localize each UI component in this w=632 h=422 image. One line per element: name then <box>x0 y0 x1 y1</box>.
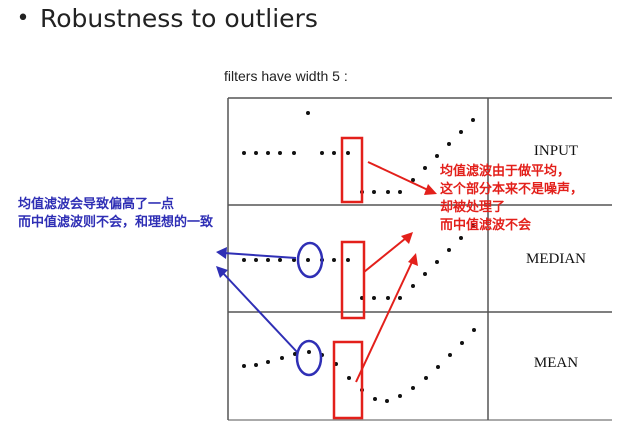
slide-heading: • Robustness to outliers <box>6 0 318 36</box>
red-arrow-input <box>367 161 429 191</box>
input-dot <box>459 130 463 134</box>
mean-dot <box>254 363 258 367</box>
input-dot <box>372 190 376 194</box>
mean-dot <box>266 360 270 364</box>
input-dot <box>386 190 390 194</box>
input-dot <box>471 118 475 122</box>
red-arrowhead-median <box>401 232 413 244</box>
mean-dot <box>398 394 402 398</box>
input-dot <box>320 151 324 155</box>
mean-dot <box>385 399 389 403</box>
red-arrow-median <box>363 237 407 273</box>
input-outlier-dot <box>306 111 310 115</box>
mean-signal-dots <box>242 328 476 403</box>
note-left-line-1: 均值滤波会导致偏高了一点 <box>18 197 175 212</box>
input-dot <box>254 151 258 155</box>
blue-arrowhead-mean <box>216 266 228 278</box>
mean-dot <box>411 386 415 390</box>
input-dot <box>435 154 439 158</box>
input-dot <box>447 142 451 146</box>
note-right-line-3: 却被处理了 <box>440 200 506 215</box>
median-dot <box>459 236 463 240</box>
median-dot <box>435 260 439 264</box>
red-arrowhead-input <box>424 184 437 195</box>
blue-arrow-median <box>223 252 297 259</box>
input-dot <box>423 166 427 170</box>
input-dot <box>292 151 296 155</box>
mean-dot <box>436 365 440 369</box>
mean-filter-bias-note: 均值滤波会导致偏高了一点 而中值滤波则不会，和理想的一致 <box>18 196 298 232</box>
input-dot <box>398 190 402 194</box>
median-signal-dots <box>242 224 475 300</box>
row-label-median: MEDIAN <box>526 251 586 267</box>
red-arrow-mean <box>355 261 413 383</box>
median-dot <box>423 272 427 276</box>
mean-dot <box>307 350 311 354</box>
median-dot <box>386 296 390 300</box>
red-arrowhead-mean <box>408 253 418 266</box>
mean-outlier-circle <box>295 339 323 377</box>
median-dot <box>254 258 258 262</box>
bullet-point: • <box>16 5 30 31</box>
median-outlier-circle <box>296 241 324 279</box>
median-dot <box>306 258 310 262</box>
mean-dot <box>242 364 246 368</box>
note-right-line-4: 而中值滤波不会 <box>440 218 532 233</box>
slide-title: Robustness to outliers <box>40 3 318 33</box>
input-dot <box>266 151 270 155</box>
mean-dot <box>460 341 464 345</box>
input-dot <box>332 151 336 155</box>
median-dot <box>411 284 415 288</box>
note-right-line-2: 这个部分本来不是噪声， <box>440 182 584 197</box>
input-dot <box>346 151 350 155</box>
input-dot <box>411 178 415 182</box>
row-label-input: INPUT <box>534 143 578 159</box>
row-label-mean: MEAN <box>534 355 578 371</box>
mean-dot <box>373 397 377 401</box>
mean-dot <box>424 376 428 380</box>
input-edge-highlight-box <box>340 136 364 204</box>
median-dot <box>278 258 282 262</box>
figure-caption: filters have width 5 : <box>224 68 348 84</box>
median-dot <box>332 258 336 262</box>
mean-dot <box>280 356 284 360</box>
median-dot <box>242 258 246 262</box>
mean-edge-highlight-box <box>332 340 364 420</box>
mean-dot <box>472 328 476 332</box>
blue-arrow-mean <box>221 271 298 353</box>
input-dot <box>278 151 282 155</box>
median-dot <box>447 248 451 252</box>
input-dot <box>242 151 246 155</box>
median-dot <box>266 258 270 262</box>
median-dot <box>372 296 376 300</box>
median-edge-highlight-box <box>340 240 366 320</box>
median-dot <box>471 224 475 228</box>
blue-arrowhead-median <box>216 247 227 259</box>
median-dot <box>292 258 296 262</box>
mean-dot <box>448 353 452 357</box>
median-dot <box>346 258 350 262</box>
input-signal-dots <box>242 111 475 194</box>
edge-preservation-note: 均值滤波由于做平均， 这个部分本来不是噪声， 却被处理了 而中值滤波不会 <box>440 163 630 235</box>
median-dot <box>398 296 402 300</box>
note-left-line-2: 而中值滤波则不会，和理想的一致 <box>18 215 214 230</box>
note-right-line-1: 均值滤波由于做平均， <box>440 164 571 179</box>
mean-dot <box>347 376 351 380</box>
